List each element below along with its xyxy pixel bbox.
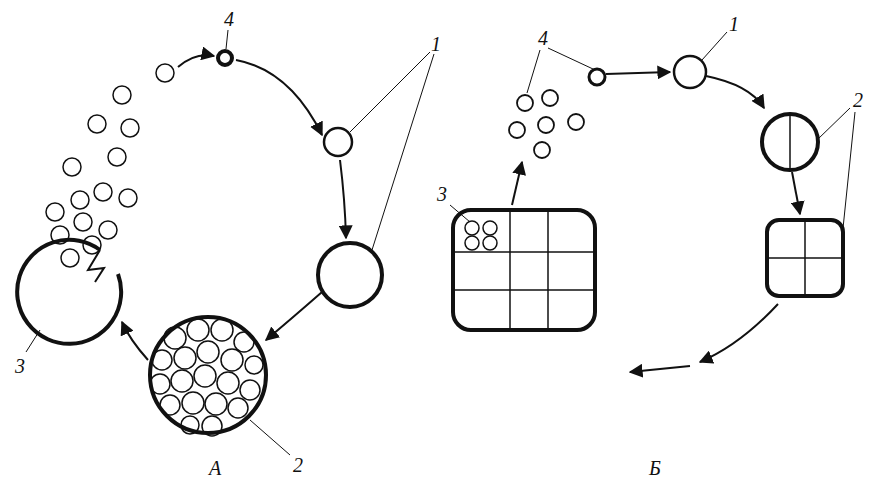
callout-number: 4 [224, 9, 234, 29]
callout-number: 3 [437, 184, 447, 204]
panel-letter: Б [649, 458, 661, 478]
callout-number: 4 [538, 28, 548, 48]
callout-number: 1 [729, 14, 739, 34]
panel-letter: А [209, 458, 221, 478]
callout-number: 2 [293, 455, 303, 475]
callout-number: 3 [15, 356, 25, 376]
callout-number: 1 [431, 34, 441, 54]
callout-number: 2 [853, 90, 863, 110]
